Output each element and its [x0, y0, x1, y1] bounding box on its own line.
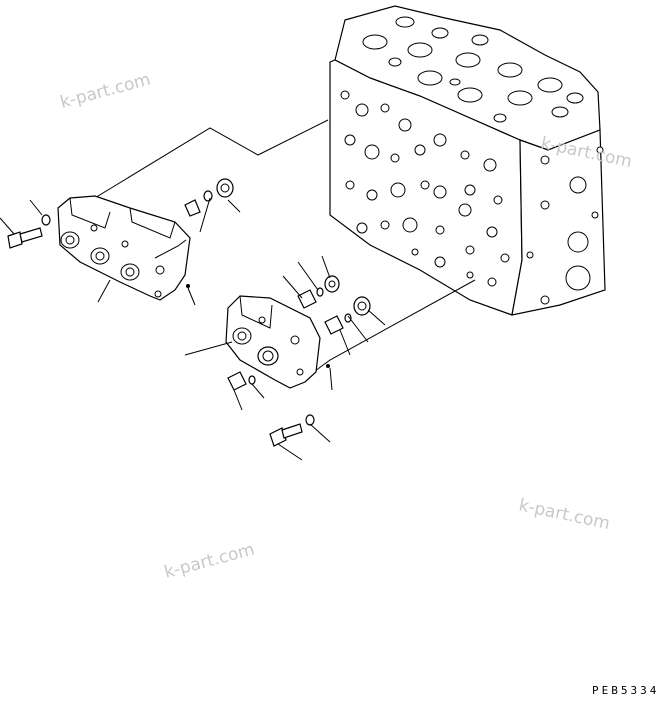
lower-plug-orings: [297, 275, 371, 368]
upper-callout-leaders: [0, 197, 241, 306]
watermark: k-part.com: [517, 495, 612, 534]
lower-callout-leaders: [184, 255, 386, 461]
drawing-code: PEB5334: [592, 684, 659, 697]
upper-leader-line: [69, 119, 329, 214]
upper-plug-orings: [184, 178, 234, 288]
lower-fittings: [227, 371, 315, 447]
watermark: k-part.com: [58, 70, 153, 113]
upper-cover-block: [57, 195, 191, 301]
lower-cover-block: [225, 295, 321, 389]
watermark: k-part.com: [162, 540, 257, 583]
control-valve-body: [329, 5, 606, 316]
upper-bolt: [7, 214, 51, 249]
